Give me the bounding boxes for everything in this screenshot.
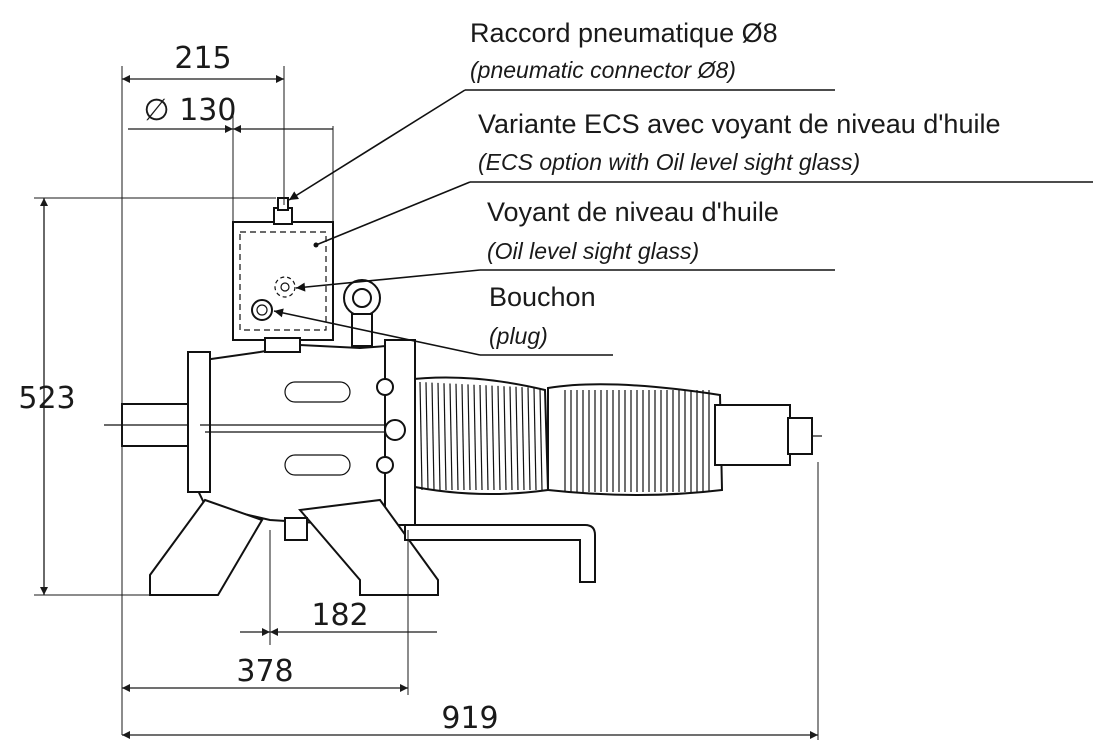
callout-plug: Bouchon [489, 282, 596, 312]
main-housing [186, 343, 414, 527]
flange-left [187, 351, 211, 493]
callout-leaders [273, 89, 1093, 356]
left-foot [149, 498, 264, 596]
dim-tank-diameter: ∅ 130 [144, 93, 237, 128]
callout-oil-sight-glass-translation: (Oil level sight glass) [487, 238, 699, 264]
callout-plug-translation: (plug) [489, 323, 548, 349]
bellows-ribs [419, 381, 710, 492]
machine-drawing [104, 197, 822, 596]
callout-pneumatic-connector-translation: (pneumatic connector Ø8) [470, 57, 736, 83]
dim-total-length: 919 [441, 701, 498, 736]
dim-width-top: 215 [174, 41, 231, 76]
dimension-labels: 215 ∅ 130 523 182 378 919 [18, 41, 498, 736]
callout-ecs-option-translation: (ECS option with Oil level sight glass) [478, 149, 860, 175]
dim-base-length: 378 [236, 654, 293, 689]
callout-pneumatic-connector: Raccord pneumatique Ø8 [470, 18, 778, 48]
callout-oil-sight-glass: Voyant de niveau d'huile [487, 197, 779, 227]
bottom-plug [284, 517, 308, 541]
callout-labels: Raccord pneumatique Ø8 (pneumatic connec… [470, 18, 1000, 349]
bellows-hose [404, 376, 724, 496]
oil-sight-glass [274, 276, 296, 298]
dim-foot-span: 182 [311, 598, 368, 633]
dim-height: 523 [18, 381, 75, 416]
right-foot [298, 498, 439, 596]
oil-tank [232, 221, 334, 341]
right-nozzle-tip [787, 417, 813, 455]
callout-ecs-option: Variante ECS avec voyant de niveau d'hui… [478, 109, 1000, 139]
dimension-lines [34, 66, 819, 740]
handle [404, 524, 596, 583]
right-nozzle [714, 404, 791, 466]
tank-plug [251, 299, 273, 321]
